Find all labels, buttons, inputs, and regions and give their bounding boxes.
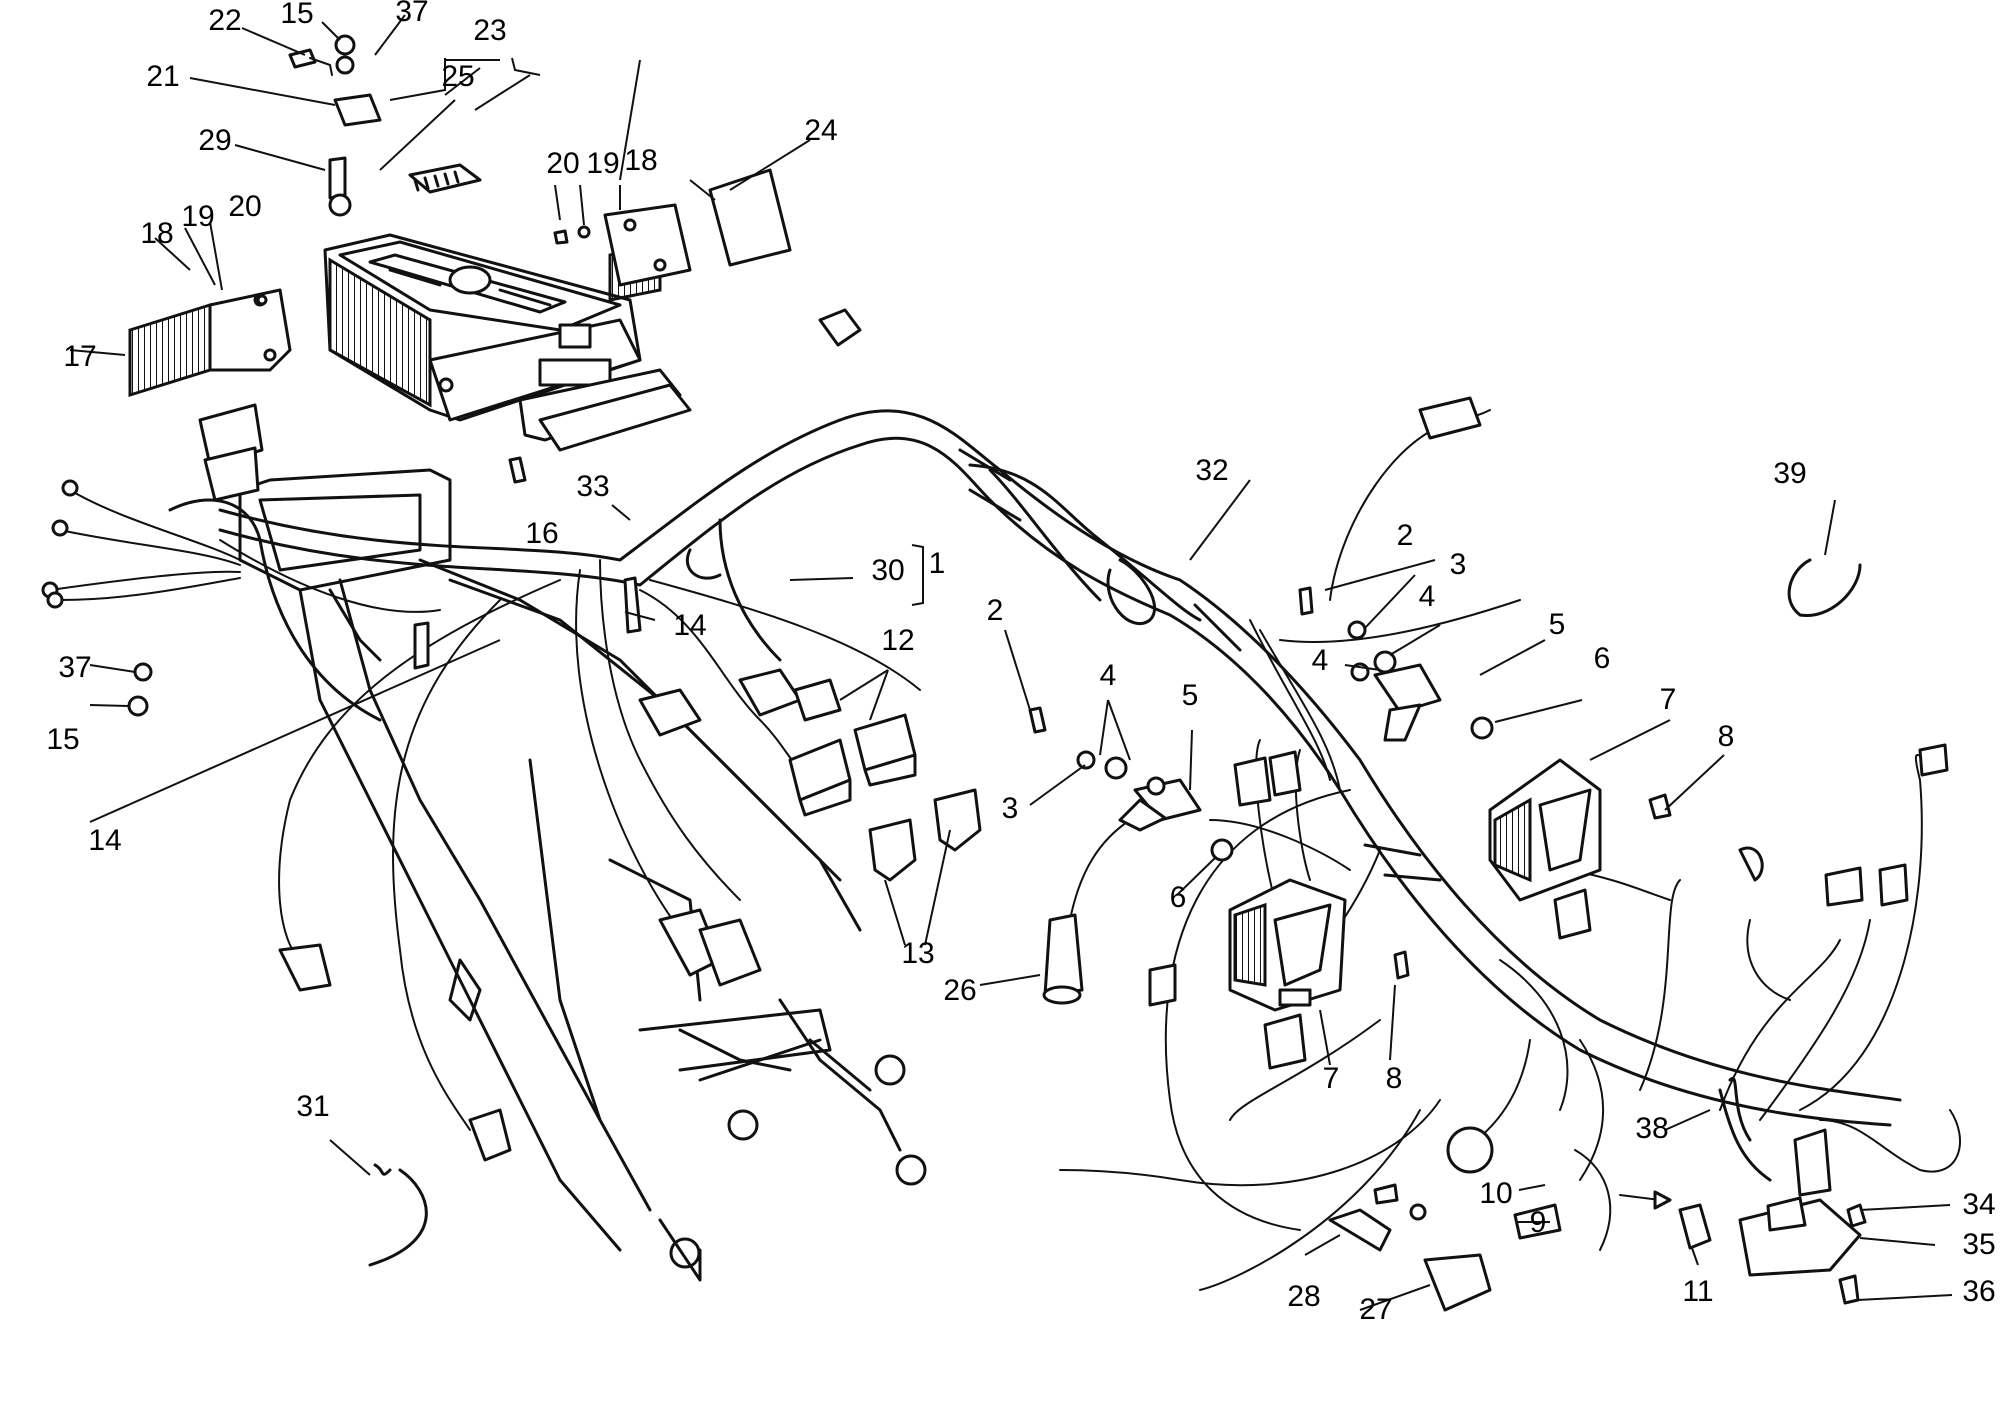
callout-number: 11 xyxy=(1682,1275,1713,1308)
callout-number: 9 xyxy=(1530,1206,1547,1239)
callout-number: 15 xyxy=(280,0,313,30)
fasteners xyxy=(127,34,1867,1305)
callout-number: 6 xyxy=(1594,642,1611,675)
callout-number: 8 xyxy=(1718,720,1735,753)
callout-number: 5 xyxy=(1182,679,1199,712)
callout-number: 32 xyxy=(1195,454,1228,487)
callout-number: 24 xyxy=(804,114,837,147)
callout-number: 3 xyxy=(1002,792,1019,825)
callout-number: 4 xyxy=(1100,659,1117,692)
callout-number: 14 xyxy=(88,824,121,857)
regulator-bracket-right xyxy=(603,168,792,302)
callout-number: 25 xyxy=(441,60,474,93)
bracket-arrow xyxy=(1574,1149,1672,1251)
callout-number: 38 xyxy=(1635,1112,1668,1145)
callout-number: 10 xyxy=(1479,1177,1512,1210)
callout-number: 18 xyxy=(140,217,173,250)
callout-number: 37 xyxy=(395,0,428,28)
callout-number: 31 xyxy=(296,1090,329,1123)
main-wiring-harness xyxy=(41,409,1961,1291)
callout-number: 21 xyxy=(146,60,179,93)
coil-bracket xyxy=(1118,663,1442,832)
memory-chip xyxy=(408,163,482,194)
callout-number: 15 xyxy=(46,723,79,756)
ignition-coil-upper xyxy=(1488,758,1602,902)
clamps xyxy=(368,548,1862,1267)
callout-number: 35 xyxy=(1962,1228,1995,1261)
callout-number: 22 xyxy=(208,4,241,37)
harness-sleeves xyxy=(958,448,1442,882)
relay-holders xyxy=(868,788,982,882)
callout-number: 28 xyxy=(1287,1280,1320,1313)
callout-number: 7 xyxy=(1323,1062,1340,1095)
callout-number: 19 xyxy=(586,147,619,180)
callout-number: 1 xyxy=(929,547,946,580)
relay-2 xyxy=(853,713,917,787)
callout-number: 33 xyxy=(576,470,609,503)
connectors xyxy=(198,308,1949,1197)
callout-number: 17 xyxy=(63,340,96,373)
relay-1 xyxy=(788,738,852,817)
callout-number: 18 xyxy=(624,144,657,177)
callout-number: 23 xyxy=(473,14,506,47)
callout-number: 34 xyxy=(1962,1188,1995,1221)
ignition-coil-lower xyxy=(1228,878,1347,1012)
callout-number: 13 xyxy=(901,937,934,970)
callout-number: 5 xyxy=(1549,608,1566,641)
motorcycle-frame xyxy=(168,468,927,1282)
callout-number: 2 xyxy=(987,594,1004,627)
callout-number: 20 xyxy=(546,147,579,180)
callout-number: 4 xyxy=(1312,644,1329,677)
sensors xyxy=(1042,913,1862,1312)
callout-number: 3 xyxy=(1450,548,1467,581)
callout-number: 14 xyxy=(673,609,706,642)
callout-number: 39 xyxy=(1773,457,1806,490)
callout-number: 20 xyxy=(228,190,261,223)
callout-number: 36 xyxy=(1962,1275,1995,1308)
callout-number: 29 xyxy=(198,124,231,157)
callout-number: 19 xyxy=(181,200,214,233)
callout-number: 12 xyxy=(881,624,914,657)
callout-number: 27 xyxy=(1359,1293,1392,1326)
callout-number: 16 xyxy=(525,517,558,550)
callout-number: 30 xyxy=(871,554,904,587)
callout-number: 37 xyxy=(58,651,91,684)
callout-number: 26 xyxy=(943,974,976,1007)
regulator-bracket-left xyxy=(128,288,292,398)
ecu-control-unit xyxy=(323,233,692,452)
callout-number: 7 xyxy=(1660,683,1677,716)
callout-number: 6 xyxy=(1170,881,1187,914)
callout-number: 2 xyxy=(1397,519,1414,552)
leader-lines xyxy=(69,14,1953,1311)
callout-number: 4 xyxy=(1419,580,1436,613)
callout-number: 8 xyxy=(1386,1062,1403,1095)
